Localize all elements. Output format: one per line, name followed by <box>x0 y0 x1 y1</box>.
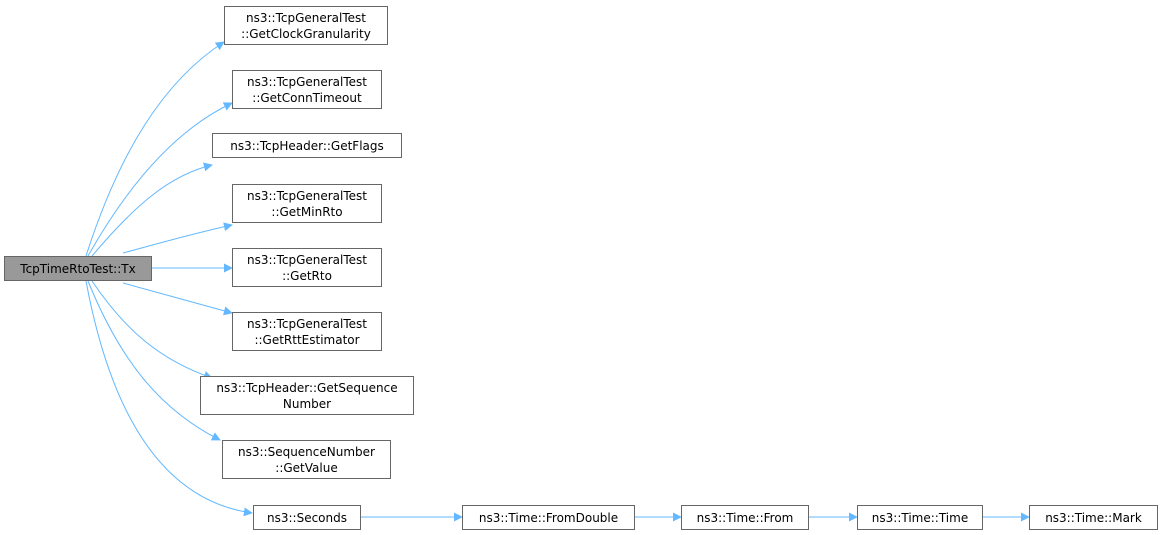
node-getminrto[interactable]: ns3::TcpGeneralTest ::GetMinRto <box>232 184 382 223</box>
node-label: ::GetConnTimeout <box>252 90 362 105</box>
node-label: ns3::TcpGeneralTest <box>246 74 367 89</box>
node-label: ::GetValue <box>275 460 338 475</box>
edge-tx-getsequencenumber <box>91 280 213 380</box>
edge-tx-getrttestimator <box>122 282 233 316</box>
node-label: ns3::TcpGeneralTest <box>246 188 367 203</box>
node-label: Number <box>282 396 332 411</box>
edge-tx-getvalue <box>87 280 221 441</box>
edge-tx-getconntimeout <box>87 102 233 257</box>
node-label: ::GetMinRto <box>271 204 343 219</box>
edge-tx-getflags <box>91 162 213 257</box>
node-label: ::GetRto <box>282 268 332 283</box>
node-getflags[interactable]: ns3::TcpHeader::GetFlags <box>212 133 402 158</box>
node-getclockgranularity[interactable]: ns3::TcpGeneralTest ::GetClockGranularit… <box>224 6 388 45</box>
node-mark[interactable]: ns3::Time::Mark <box>1029 505 1158 530</box>
node-time[interactable]: ns3::Time::Time <box>857 505 983 530</box>
node-label: ns3::Seconds <box>267 510 347 525</box>
node-label: ns3::Time::From <box>696 510 794 525</box>
edge-tx-getminrto <box>122 222 233 254</box>
node-label: ns3::SequenceNumber <box>238 444 375 459</box>
node-seconds[interactable]: ns3::Seconds <box>253 505 361 530</box>
node-label: ns3::TcpGeneralTest <box>246 252 367 267</box>
node-label: ns3::TcpHeader::GetSequence <box>216 380 398 395</box>
node-getconntimeout[interactable]: ns3::TcpGeneralTest ::GetConnTimeout <box>232 70 382 109</box>
edge-tx-getclockgranularity <box>85 41 225 257</box>
node-fromdouble[interactable]: ns3::Time::FromDouble <box>462 505 635 530</box>
node-tcptimertotest-tx: TcpTimeRtoTest::Tx <box>4 256 152 281</box>
node-label: ns3::Time::Time <box>871 510 969 525</box>
node-label: ns3::TcpGeneralTest <box>246 316 367 331</box>
node-label: ns3::TcpGeneralTest <box>245 10 366 25</box>
node-getsequencenumber[interactable]: ns3::TcpHeader::GetSequence Number <box>200 376 414 415</box>
node-label: ::GetClockGranularity <box>241 26 371 41</box>
node-label: ns3::Time::Mark <box>1045 510 1142 525</box>
node-getrto[interactable]: ns3::TcpGeneralTest ::GetRto <box>232 248 382 287</box>
edge-tx-seconds <box>85 280 253 517</box>
node-getrttestimator[interactable]: ns3::TcpGeneralTest ::GetRttEstimator <box>232 312 382 351</box>
node-label: TcpTimeRtoTest::Tx <box>20 261 136 276</box>
node-label: ns3::Time::FromDouble <box>478 510 619 525</box>
node-label: ::GetRttEstimator <box>254 332 360 347</box>
node-getvalue[interactable]: ns3::SequenceNumber ::GetValue <box>222 440 391 479</box>
node-label: ns3::TcpHeader::GetFlags <box>230 138 384 153</box>
node-from[interactable]: ns3::Time::From <box>681 505 809 530</box>
